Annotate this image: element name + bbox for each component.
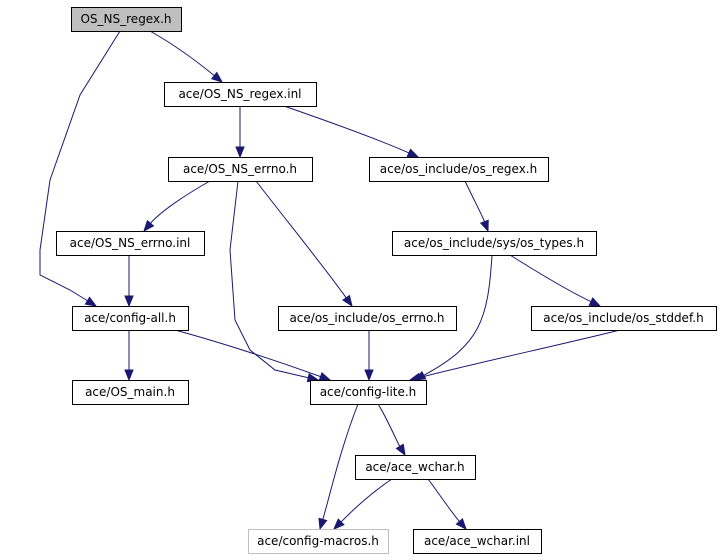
arrowhead-icon <box>588 297 602 307</box>
edge-line <box>174 329 321 378</box>
node-box <box>168 157 313 182</box>
arrowhead-icon <box>455 517 467 531</box>
arrowhead-icon <box>342 294 353 308</box>
node-label: ace/OS_main.h <box>85 385 175 399</box>
edge-os_ns_errno_h-to-os_ns_errno_inl <box>143 180 211 233</box>
node-box <box>71 7 182 32</box>
node-label: ace/config-lite.h <box>320 385 417 399</box>
node-box <box>248 529 389 554</box>
node-label: ace/ace_wchar.h <box>365 460 464 474</box>
node-os-types-h[interactable]: ace/os_include/sys/os_types.h <box>392 231 597 256</box>
edge-line <box>150 180 211 224</box>
arrowhead-icon <box>406 148 420 158</box>
arrowhead-icon <box>84 296 98 307</box>
node-os-ns-errno-h[interactable]: ace/OS_NS_errno.h <box>168 157 313 182</box>
edge-line <box>419 329 621 378</box>
node-os-regex-h[interactable]: ace/os_include/os_regex.h <box>369 157 549 182</box>
edge-line <box>423 254 493 376</box>
edge-line <box>39 30 121 302</box>
node-label: ace/config-macros.h <box>257 534 379 548</box>
edge-config_all_h-to-os_main_h <box>124 329 134 382</box>
arrowhead-icon <box>124 295 134 308</box>
node-label: ace/os_include/sys/os_types.h <box>404 236 584 250</box>
node-config-lite-h[interactable]: ace/config-lite.h <box>310 380 427 405</box>
edge-os_ns_errno_inl-to-config_all_h <box>124 254 134 308</box>
edge-os_ns_errno_h-to-os_errno_h <box>255 180 353 308</box>
node-label: ace/os_include/os_errno.h <box>289 311 444 325</box>
node-box <box>392 231 597 256</box>
node-label: ace/os_include/os_regex.h <box>380 162 537 176</box>
edge-os_ns_regex_h-to-os_ns_regex_inl <box>149 30 224 83</box>
node-label: ace/OS_NS_regex.inl <box>178 87 301 101</box>
node-os-main-h[interactable]: ace/OS_main.h <box>72 380 189 405</box>
arrowhead-icon <box>210 71 224 83</box>
node-config-macros-h[interactable]: ace/config-macros.h <box>248 529 389 554</box>
node-label: ace/os_include/os_stddef.h <box>543 311 703 325</box>
edge-line <box>427 478 460 522</box>
node-box <box>278 306 457 331</box>
edge-line <box>322 403 359 520</box>
arrowhead-icon <box>333 518 345 530</box>
edge-line <box>229 180 309 379</box>
edge-os_types_h-to-os_stddef_h <box>509 254 602 307</box>
node-ace-wchar-inl[interactable]: ace/ace_wchar.inl <box>413 529 542 554</box>
edge-line <box>149 30 215 77</box>
edge-line <box>377 403 401 447</box>
arrowhead-icon <box>479 219 489 233</box>
arrowhead-icon <box>318 517 328 531</box>
edge-config_all_h-to-config_lite_h <box>174 329 332 381</box>
edge-os_ns_errno_h-to-config_lite_h <box>229 180 320 383</box>
edge-os_ns_regex_inl-to-os_ns_errno_h <box>235 106 245 159</box>
edge-line <box>509 254 592 303</box>
arrowhead-icon <box>143 219 155 233</box>
node-config-all-h[interactable]: ace/config-all.h <box>72 306 189 331</box>
edge-os_errno_h-to-config_lite_h <box>364 330 374 382</box>
node-label: OS_NS_regex.h <box>80 12 171 26</box>
edges-layer <box>39 30 621 531</box>
arrowhead-icon <box>318 371 332 381</box>
edge-ace_wchar_h-to-ace_wchar_inl <box>427 478 467 531</box>
edge-ace_wchar_h-to-config_macros_h <box>333 478 393 530</box>
node-box <box>413 529 542 554</box>
node-box <box>531 306 717 331</box>
arrowhead-icon <box>364 369 374 382</box>
edge-line <box>464 180 485 222</box>
node-label: ace/config-all.h <box>84 311 176 325</box>
node-os-ns-regex-h[interactable]: OS_NS_regex.h <box>71 7 182 32</box>
edge-os_ns_regex_h-to-config_all_h <box>39 30 121 307</box>
node-box <box>355 455 476 480</box>
edge-os_stddef_h-to-config_lite_h <box>408 329 621 382</box>
node-os-ns-errno-inl[interactable]: ace/OS_NS_errno.inl <box>56 231 205 256</box>
edge-config_lite_h-to-config_macros_h <box>318 403 359 531</box>
node-box <box>56 231 205 256</box>
arrowhead-icon <box>395 443 406 457</box>
edge-os_regex_h-to-os_types_h <box>464 180 489 233</box>
node-box <box>310 380 427 405</box>
node-os-errno-h[interactable]: ace/os_include/os_errno.h <box>278 306 457 331</box>
arrowhead-icon <box>124 369 134 382</box>
node-label: ace/ace_wchar.inl <box>424 534 530 548</box>
node-label: ace/OS_NS_errno.inl <box>70 236 191 250</box>
node-ace-wchar-h[interactable]: ace/ace_wchar.h <box>355 455 476 480</box>
nodes-layer: OS_NS_regex.h ace/OS_NS_regex.inl ace/OS_N… <box>56 7 717 554</box>
node-box <box>72 306 189 331</box>
edge-line <box>340 478 393 523</box>
node-box <box>164 82 317 107</box>
node-os-ns-regex-inl[interactable]: ace/OS_NS_regex.inl <box>164 82 317 107</box>
edge-os_ns_regex_inl-to-os_regex_h <box>283 105 420 158</box>
node-box <box>72 380 189 405</box>
node-box <box>369 157 549 182</box>
edge-line <box>255 180 347 299</box>
node-label: ace/OS_NS_errno.h <box>183 162 297 176</box>
arrowhead-icon <box>235 146 245 159</box>
edge-config_lite_h-to-ace_wchar_h <box>377 403 406 457</box>
node-os-stddef-h[interactable]: ace/os_include/os_stddef.h <box>531 306 717 331</box>
edge-line <box>283 105 410 154</box>
